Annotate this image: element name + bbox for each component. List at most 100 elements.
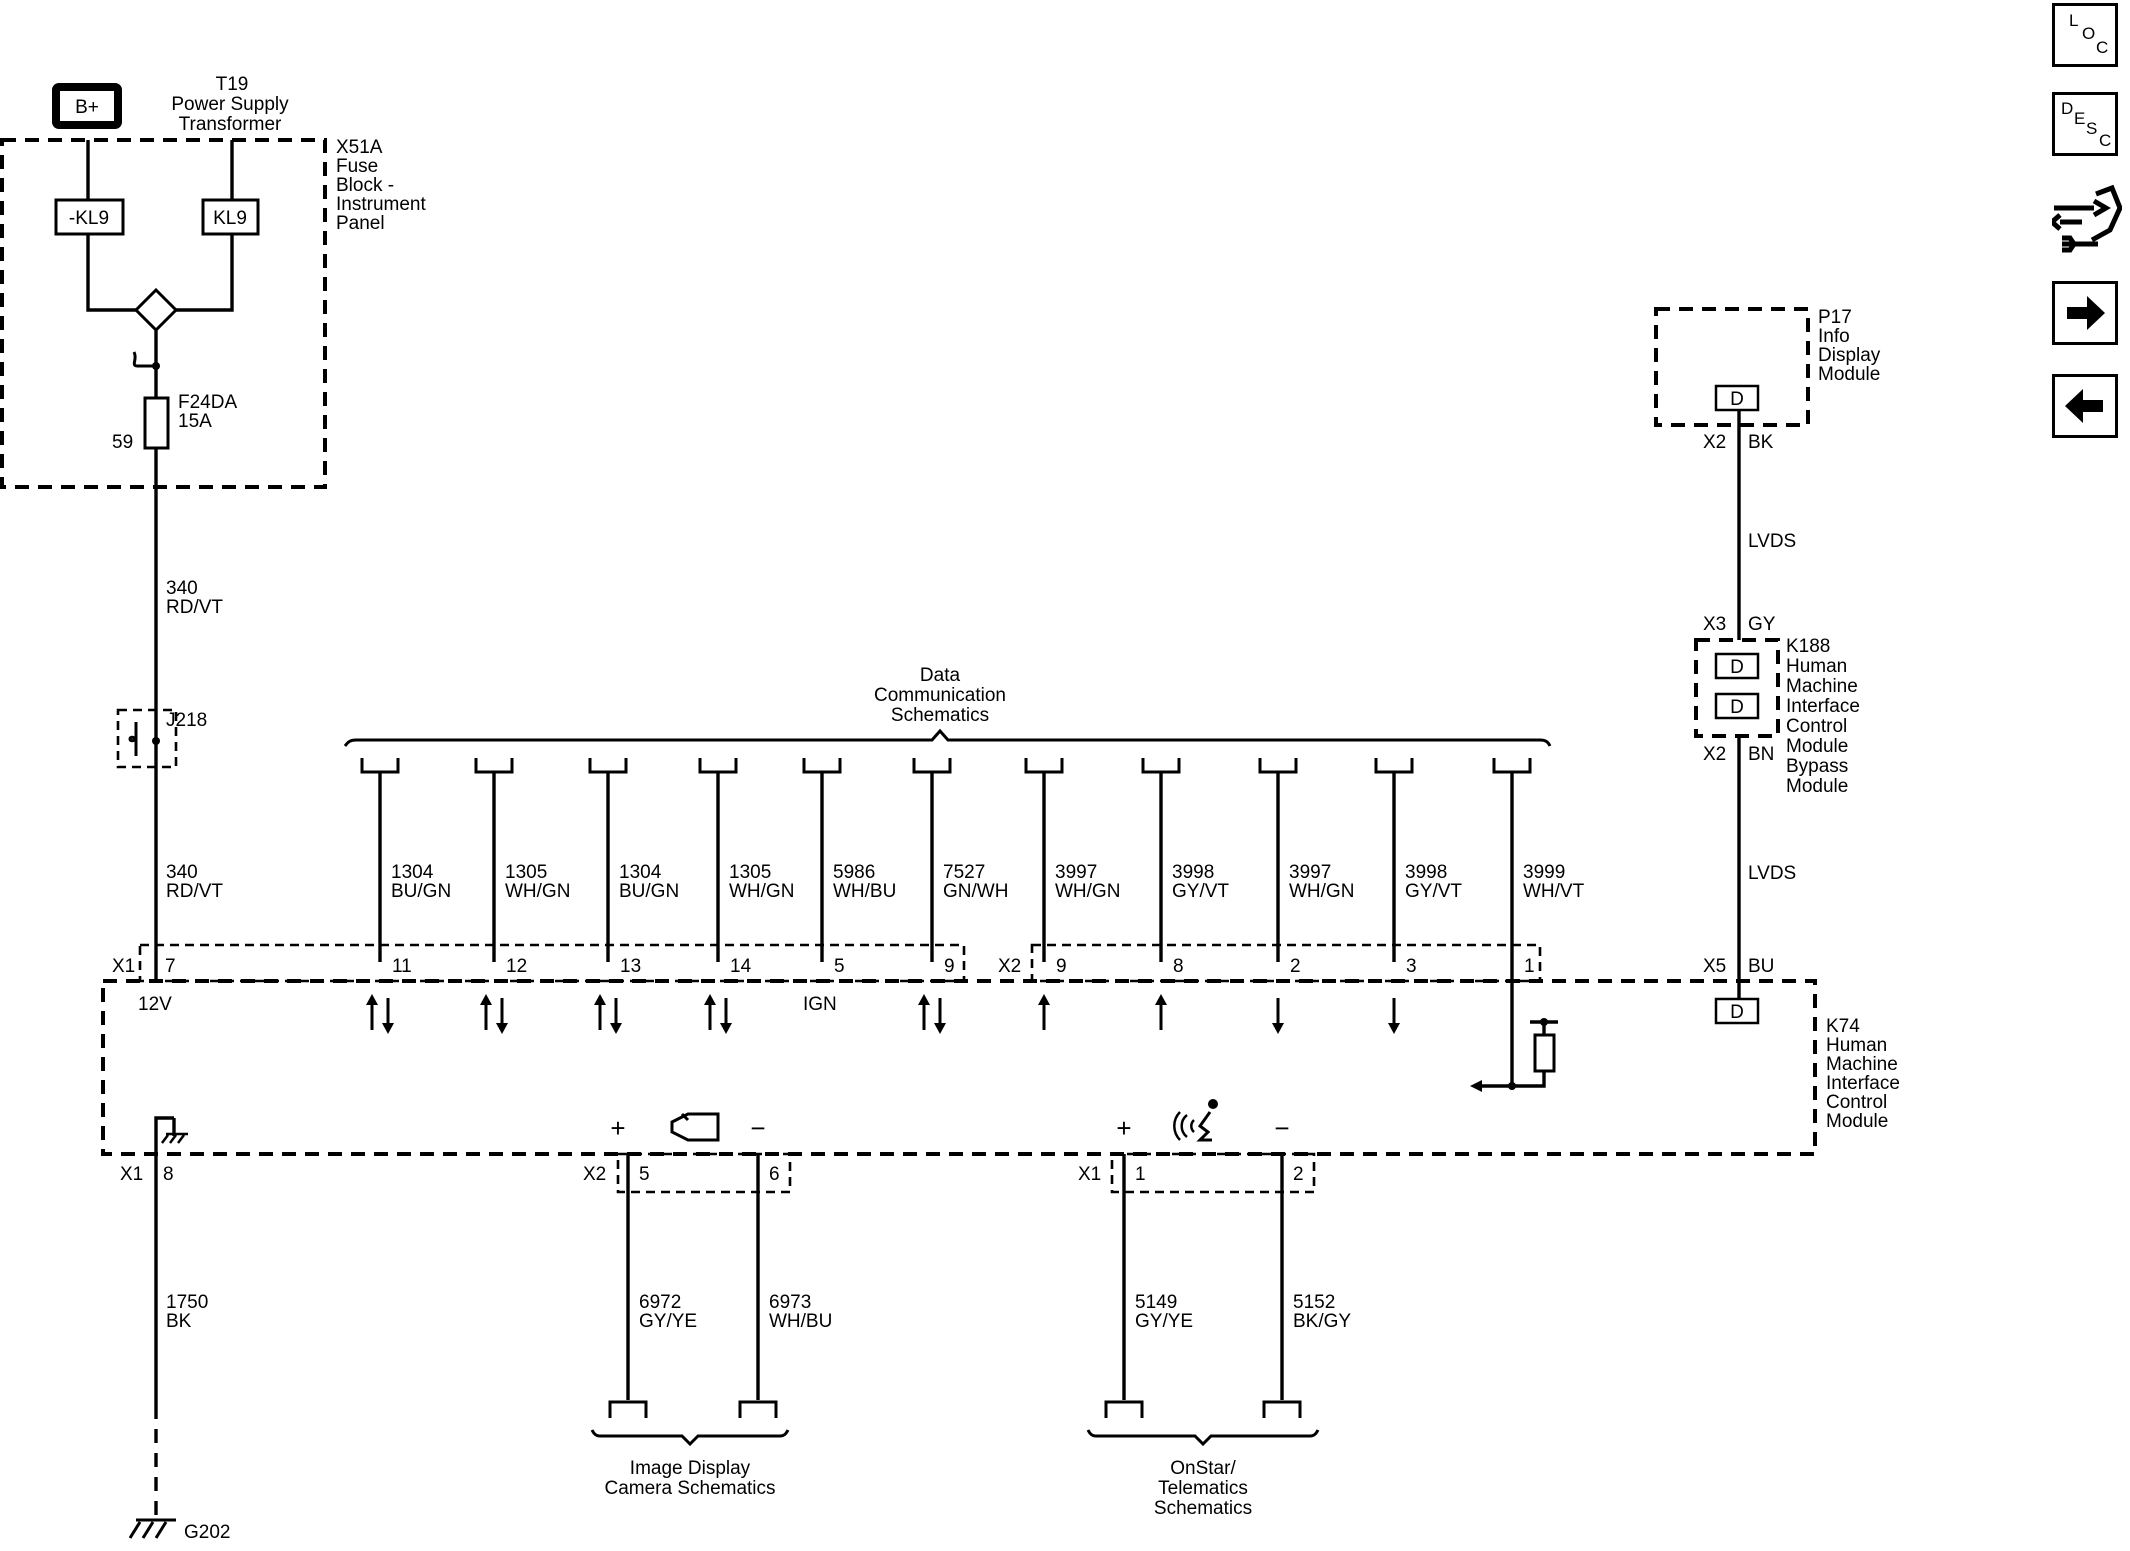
k74-display-icon: D xyxy=(1714,997,1760,1025)
bottom-color-label: GY/YE xyxy=(639,1311,697,1332)
w340a-color: RD/VT xyxy=(166,597,223,618)
k188-x2-label: X2 xyxy=(1703,744,1726,765)
desc-letter-d: D xyxy=(2061,99,2074,118)
cam-minus: − xyxy=(750,1113,765,1143)
k74-x1-label-bottom: X1 xyxy=(120,1164,143,1185)
bus-color-label: WH/GN xyxy=(1055,881,1120,902)
x51a-label-5: Panel xyxy=(336,213,385,234)
k74-module-outline xyxy=(101,979,1817,1156)
loc-letter-o: O xyxy=(2082,24,2096,43)
arrow-up-head xyxy=(918,994,930,1005)
k188-name-2: Human xyxy=(1786,656,1847,677)
k188-bn-label: BN xyxy=(1748,744,1774,765)
onstar-ref-brace xyxy=(1086,1429,1320,1447)
bus-pin-label: 11 xyxy=(392,956,412,977)
k188-display-icon-1: D xyxy=(1714,652,1760,680)
bus-circuit-label: 1304 xyxy=(619,862,662,883)
bus-pin-label: 3 xyxy=(1406,956,1417,977)
terminator-resistor-lead xyxy=(1512,1071,1546,1088)
bottom-color-label: GY/YE xyxy=(1135,1311,1193,1332)
k74-x2-connector-outline xyxy=(1030,943,1542,983)
bus-circuit-label: 1305 xyxy=(729,862,771,883)
j218-connector-symbol xyxy=(128,722,138,756)
arrow-down-head xyxy=(1388,1023,1400,1034)
w340b-circuit: 340 xyxy=(166,862,198,883)
w340a-circuit: 340 xyxy=(166,578,198,599)
onstar-ref-label-1: OnStar/ xyxy=(1170,1458,1236,1479)
x51a-label-2: Fuse xyxy=(336,156,378,177)
bus-circuit-label: 3998 xyxy=(1172,862,1214,883)
k74-x1-connector-outline xyxy=(138,943,966,983)
desc-letter-s: S xyxy=(2086,119,2098,138)
battery-box xyxy=(52,83,122,129)
bus-pin-label: 9 xyxy=(944,956,955,977)
dcs-label-3: Schematics xyxy=(891,705,989,726)
bus-circuit-label: 5986 xyxy=(833,862,875,883)
j218-pin-dot xyxy=(152,737,160,745)
voice-icon xyxy=(1173,1099,1218,1142)
p17-name-1: P17 xyxy=(1818,307,1852,328)
splice-dot xyxy=(152,362,160,370)
connector-end-view-icon[interactable] xyxy=(2048,178,2123,260)
kl9-feed-wires xyxy=(86,140,234,200)
fuse-block-outline xyxy=(0,138,327,489)
lvds-label-1: LVDS xyxy=(1748,531,1796,552)
arrow-down-head xyxy=(934,1023,946,1034)
k74-d-label: D xyxy=(1730,1002,1744,1023)
bottom-pin-label: 6 xyxy=(769,1164,780,1185)
k188-module-outline xyxy=(1694,638,1780,738)
arrow-up-head xyxy=(594,994,606,1005)
terminator-arrow xyxy=(1470,1080,1482,1092)
arrow-up-head xyxy=(704,994,716,1005)
arrow-left-icon xyxy=(2065,389,2103,423)
terminator-resistor xyxy=(1533,1033,1556,1073)
k188-display-icon-2: D xyxy=(1714,692,1760,720)
bottom-pin-label: 5 xyxy=(639,1164,650,1185)
bus-pin-label: 12 xyxy=(506,956,527,977)
bottom-color-label: WH/BU xyxy=(769,1311,832,1332)
previous-page-button[interactable] xyxy=(2052,374,2118,438)
w1750-circuit: 1750 xyxy=(166,1292,208,1313)
k74-bu-label: BU xyxy=(1748,956,1774,977)
k188-name-4: Interface xyxy=(1786,696,1860,717)
k74-name-4: Interface xyxy=(1826,1073,1900,1094)
p17-d-label: D xyxy=(1730,389,1744,410)
bottom-circuit-label: 6972 xyxy=(639,1292,681,1313)
p17-x2-label: X2 xyxy=(1703,432,1726,453)
bus-color-label: GN/WH xyxy=(943,881,1008,902)
loc-letter-l: L xyxy=(2069,11,2079,30)
bus-connector-cap xyxy=(802,758,842,774)
loc-button[interactable]: L O C xyxy=(2052,3,2118,67)
dcs-brace xyxy=(343,728,1552,747)
bus-pin-label: 14 xyxy=(730,956,752,977)
desc-button[interactable]: D E S C xyxy=(2052,92,2118,156)
lvds-label-2: LVDS xyxy=(1748,863,1796,884)
chassis-ground-icon xyxy=(161,1132,188,1144)
desc-letter-c: C xyxy=(2099,131,2112,150)
next-page-button[interactable] xyxy=(2052,281,2118,345)
k188-name-5: Control xyxy=(1786,716,1847,737)
data-bus-wires: 1304BU/GN111305WH/GN121304BU/GN131305WH/… xyxy=(360,758,1585,985)
desc-letter-e: E xyxy=(2074,109,2086,128)
cam-ref-label-1: Image Display xyxy=(630,1458,751,1479)
bus-pin-label: 1 xyxy=(1524,956,1535,977)
p17-bk-label: BK xyxy=(1748,432,1774,453)
j218-label: J218 xyxy=(166,710,207,731)
k74-ign-label: IGN xyxy=(803,994,837,1015)
bus-circuit-label: 1304 xyxy=(391,862,434,883)
arrow-down-head xyxy=(1272,1023,1284,1034)
bus-circuit-label: 3999 xyxy=(1523,862,1565,883)
bus-circuit-label: 7527 xyxy=(943,862,985,883)
terminator-wire xyxy=(1482,985,1514,1088)
p17-name-4: Module xyxy=(1818,364,1880,385)
t19-label-3: Transformer xyxy=(179,114,282,135)
bottom-pin-label: 1 xyxy=(1135,1164,1146,1185)
dcs-label-1: Data xyxy=(920,665,961,686)
bus-connector-cap xyxy=(698,758,738,774)
k188-name-3: Machine xyxy=(1786,676,1858,697)
bus-circuit-label: 3998 xyxy=(1405,862,1447,883)
bus-color-label: GY/VT xyxy=(1405,881,1462,902)
dcs-label-2: Communication xyxy=(874,685,1006,706)
bottom-color-label: BK/GY xyxy=(1293,1311,1351,1332)
k74-name-2: Human xyxy=(1826,1035,1887,1056)
